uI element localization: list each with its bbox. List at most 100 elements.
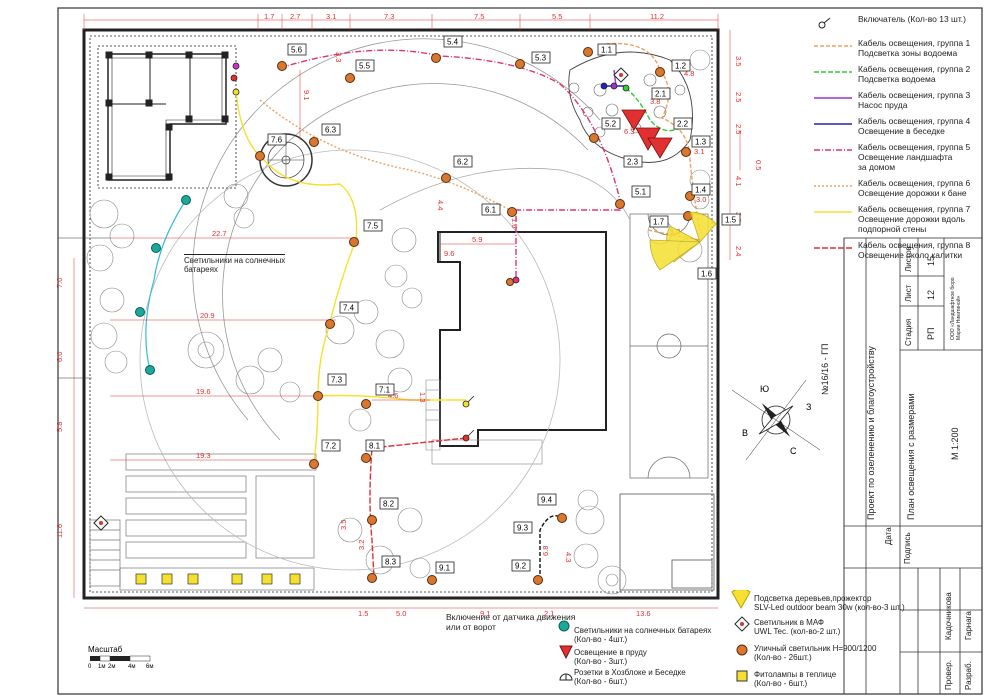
light-id-label: 1.4 xyxy=(691,183,711,196)
dim-left-2: 5.8 xyxy=(55,422,64,432)
dim-right-1: 2.5 xyxy=(734,92,743,102)
cable-line-icon xyxy=(814,211,852,213)
sign-label: Подпись xyxy=(903,532,912,564)
legend-sockets: Розетки в Хозблоке и Беседке (Кол-во - 6… xyxy=(574,668,686,686)
light-id-text: 1.7 xyxy=(653,218,665,227)
light-id-label: 2.3 xyxy=(623,155,643,168)
light-id-text: 5.6 xyxy=(291,46,303,55)
cable-line-icon xyxy=(814,149,852,151)
dim-inner-10: 4.8 xyxy=(684,69,694,78)
dim-inner-7: 3.1 xyxy=(694,147,704,156)
dim-inner-4: 9.6 xyxy=(444,249,454,258)
light-id-label: 5.4 xyxy=(443,35,463,48)
light-id-text: 6.3 xyxy=(325,126,337,135)
pond-lights xyxy=(621,109,673,159)
light-id-text: 1.6 xyxy=(701,270,713,279)
axis-ticks xyxy=(58,237,110,379)
light-id-text: 1.2 xyxy=(675,62,687,71)
scale-tick-4: 6м xyxy=(146,664,153,670)
scale-tick-3: 4м xyxy=(128,664,135,670)
dim-inner-6: 4.6 xyxy=(388,391,398,400)
solar-light xyxy=(145,365,155,375)
compass-s: Ю xyxy=(760,384,769,394)
cable-line-icon xyxy=(814,247,852,249)
dim-texts: 1.7 2.7 3.1 7.3 7.5 5.5 11.2 3.5 2.5 2.5… xyxy=(55,12,763,618)
legend-switch: Включатель (Кол-во 13 шт.) xyxy=(812,14,982,38)
stage-column-label: Стадия xyxy=(904,318,913,346)
light-id-text: 1.4 xyxy=(695,186,707,195)
compass-n: С xyxy=(790,446,797,456)
dim-inner-2: 19.6 xyxy=(196,387,211,396)
light-id-text: 8.3 xyxy=(385,558,397,567)
light-id-label: 5.2 xyxy=(601,117,621,130)
legend-cable-label: Кабель освещения, группа 2 Подсветка вод… xyxy=(858,64,971,84)
date-label: Дата xyxy=(884,527,893,545)
dim-inner-22: 4.3 xyxy=(564,552,573,562)
scale-tick-1: 1м xyxy=(98,664,105,670)
dim-top-0: 1.7 xyxy=(264,12,274,21)
cable-legend: Включатель (Кол-во 13 шт.) Кабель освеще… xyxy=(812,14,982,266)
light-id-label: 5.3 xyxy=(531,51,551,64)
dev-name: Гарнага xyxy=(964,611,973,640)
compass-w: З xyxy=(806,402,811,412)
light-id-text: 6.1 xyxy=(485,206,497,215)
legend-cable-group: Кабель освещения, группа 7 Освещение дор… xyxy=(812,204,982,240)
phyto-legend-icon xyxy=(736,670,748,682)
light-id-text: 2.2 xyxy=(677,120,689,129)
light-id-label: 2.2 xyxy=(673,117,693,130)
legend-pond: Освещение в пруду (Кол-во - 3шт.) xyxy=(574,648,647,666)
dim-right-3: 4.1 xyxy=(734,176,743,186)
switches xyxy=(230,62,630,442)
legend-cable-label: Кабель освещения, группа 6 Освещение дор… xyxy=(858,178,971,198)
light-id-text: 5.5 xyxy=(359,62,371,71)
legend-cable-label: Кабель освещения, группа 8 Освещение око… xyxy=(858,240,971,260)
light-id-text: 7.4 xyxy=(343,304,355,313)
switch-icon xyxy=(818,17,831,29)
dimension-lines xyxy=(73,14,741,609)
cable-solar xyxy=(145,199,187,371)
sheet-title: План освещения с размерами xyxy=(906,393,916,520)
light-id-label: 1.5 xyxy=(721,213,741,226)
light-id-text: 1.5 xyxy=(725,216,737,225)
terrace xyxy=(425,379,543,465)
dim-bottom-1: 5.0 xyxy=(396,609,406,618)
light-id-label: 9.4 xyxy=(537,493,557,506)
projector-legend-icon xyxy=(731,590,751,610)
cable-group-9 xyxy=(539,515,563,580)
dim-inner-19: 3.5 xyxy=(339,520,348,530)
light-id-label: 5.6 xyxy=(287,43,307,56)
greenhouse-beds xyxy=(89,453,317,591)
dim-top-6: 11.2 xyxy=(650,12,664,21)
light-id-label: 5.1 xyxy=(631,185,651,198)
dim-right-5: 2.4 xyxy=(734,246,743,256)
light-id-text: 5.1 xyxy=(635,188,647,197)
light-id-label: 9.3 xyxy=(513,521,533,534)
legend-switch-label: Включатель (Кол-во 13 шт.) xyxy=(858,14,966,24)
legend-cable-group: Кабель освещения, группа 4 Освещение в б… xyxy=(812,116,982,142)
cable-line-icon xyxy=(814,123,852,125)
light-id-text: 6.2 xyxy=(457,158,469,167)
dim-inner-21: 6.8 xyxy=(541,546,550,556)
light-id-label: 1.6 xyxy=(697,267,717,280)
light-id-text: 9.2 xyxy=(515,562,527,571)
dim-bottom-4: 13.6 xyxy=(636,609,651,618)
light-id-text: 7.6 xyxy=(271,136,283,145)
sheets-value: 15 xyxy=(926,255,936,266)
light-id-label: 1.3 xyxy=(691,135,711,148)
light-id-label: 8.3 xyxy=(381,555,401,568)
light-id-text: 1.3 xyxy=(695,138,707,147)
light-id-text: 9.1 xyxy=(439,564,451,573)
dim-inner-16: 4.4 xyxy=(436,200,445,210)
light-id-label: 7.6 xyxy=(267,133,287,146)
stage-value: РП xyxy=(926,327,936,340)
cable-group-2 xyxy=(625,87,681,132)
check-name: Кадочникова xyxy=(944,592,953,640)
dim-inner-13: 0.5 xyxy=(754,160,763,170)
street-lights xyxy=(255,47,695,585)
dim-top-3: 7.3 xyxy=(384,12,394,21)
light-id-label: 5.5 xyxy=(355,59,375,72)
light-id-text: 7.5 xyxy=(367,222,379,231)
solar-annotation: Светильники на солнечных батареях xyxy=(184,254,286,274)
trees xyxy=(86,49,711,595)
